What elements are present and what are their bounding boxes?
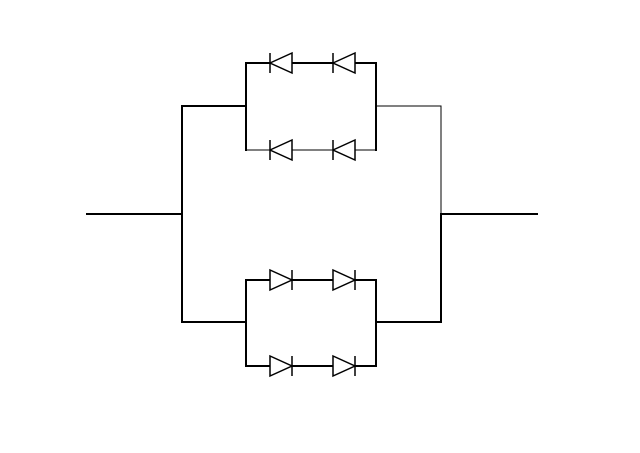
top-diode-bank (268, 51, 356, 162)
diode-icon (268, 51, 293, 75)
diode-icon (268, 138, 293, 162)
diode-icon (269, 354, 294, 378)
diode-icon (332, 354, 357, 378)
diode-icon (331, 51, 356, 75)
diode-icon (332, 268, 357, 292)
wires (86, 62, 538, 367)
bottom-diode-bank (269, 268, 357, 378)
diode-icon (269, 268, 294, 292)
diode-icon (331, 138, 356, 162)
